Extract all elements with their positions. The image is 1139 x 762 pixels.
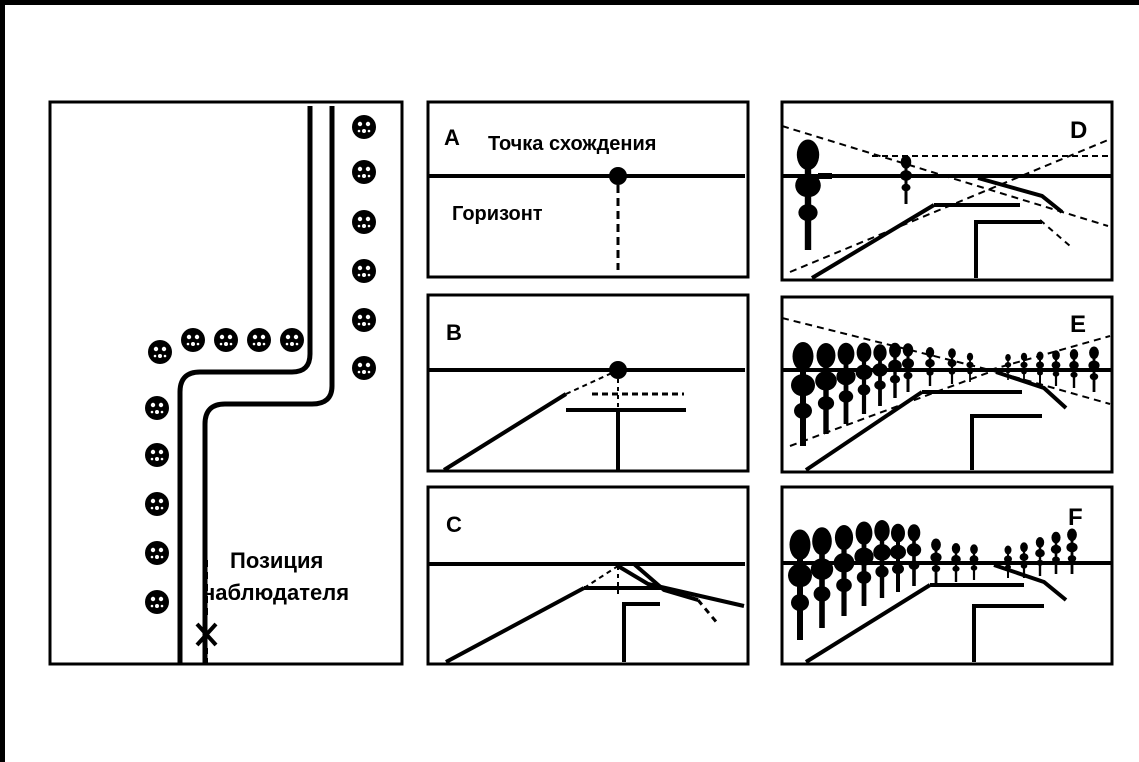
road-turn-projection [696,599,720,625]
road-turn-edge [993,563,1068,602]
road-right-edge [972,604,1044,662]
vanishing-point-label: Точка схождения [488,133,656,155]
road-turn-lower-edge [632,562,699,602]
road-left-edge-projection [565,371,615,395]
road-turn-upper-edge [616,564,745,608]
panel-b-letter: B [446,320,462,345]
road-left-edge [445,586,585,664]
road-turn-projection [1039,219,1071,247]
bush-column-right [352,115,376,380]
panel-b-border [426,293,750,473]
panel-a: A Точка схождения Горизонт [426,100,750,279]
perspective-line-top [782,317,991,371]
tree-icon [795,140,821,251]
panel-e-border [780,295,1114,474]
road-left-edge [804,583,932,664]
panel-c-letter: C [446,512,462,537]
observer-x-marker [195,622,218,647]
observer-label-line1: Позиция [230,548,323,573]
bush-row-top [148,328,304,364]
vanishing-point [609,167,627,185]
panel-c: C [426,485,750,666]
map-panel-border [48,100,404,666]
road-turn-edge [977,176,1064,214]
road-left-edge [810,203,936,280]
panel-d: D [780,100,1114,282]
road-edges [177,106,335,664]
panel-e: E [780,295,1114,474]
perspective-line-top-right [989,335,1111,371]
panel-a-letter: A [444,125,460,150]
road-right-edge [622,602,660,662]
horizon-label: Горизонт [452,203,543,225]
panel-f-letter: F [1068,504,1083,531]
panel-b: B [426,293,750,473]
panel-c-border [426,485,750,666]
road-right-edge [974,220,1042,278]
observer-label-line2: наблюдателя [202,580,349,605]
panel-f: F [780,485,1114,666]
road-left-edge [442,392,568,472]
panel-d-border [780,100,1114,282]
panel-f-border [780,485,1114,666]
vanishing-point [609,361,627,379]
panel-e-letter: E [1070,311,1086,338]
tree-icon [898,153,914,206]
bush-column-left [145,396,169,614]
road-right-edge [970,414,1042,470]
perspective-line-top-left [782,125,1109,227]
panel-a-border [426,100,750,279]
panel-d-letter: D [1070,117,1087,144]
perspective-line-bottom-right [989,369,1111,405]
road-left-edge [804,390,924,472]
tree-row-left [788,520,980,640]
road-left-edge-projection [583,565,619,589]
road-turn-edge [995,370,1068,410]
map-panel: Позиция наблюдателя [48,100,404,666]
